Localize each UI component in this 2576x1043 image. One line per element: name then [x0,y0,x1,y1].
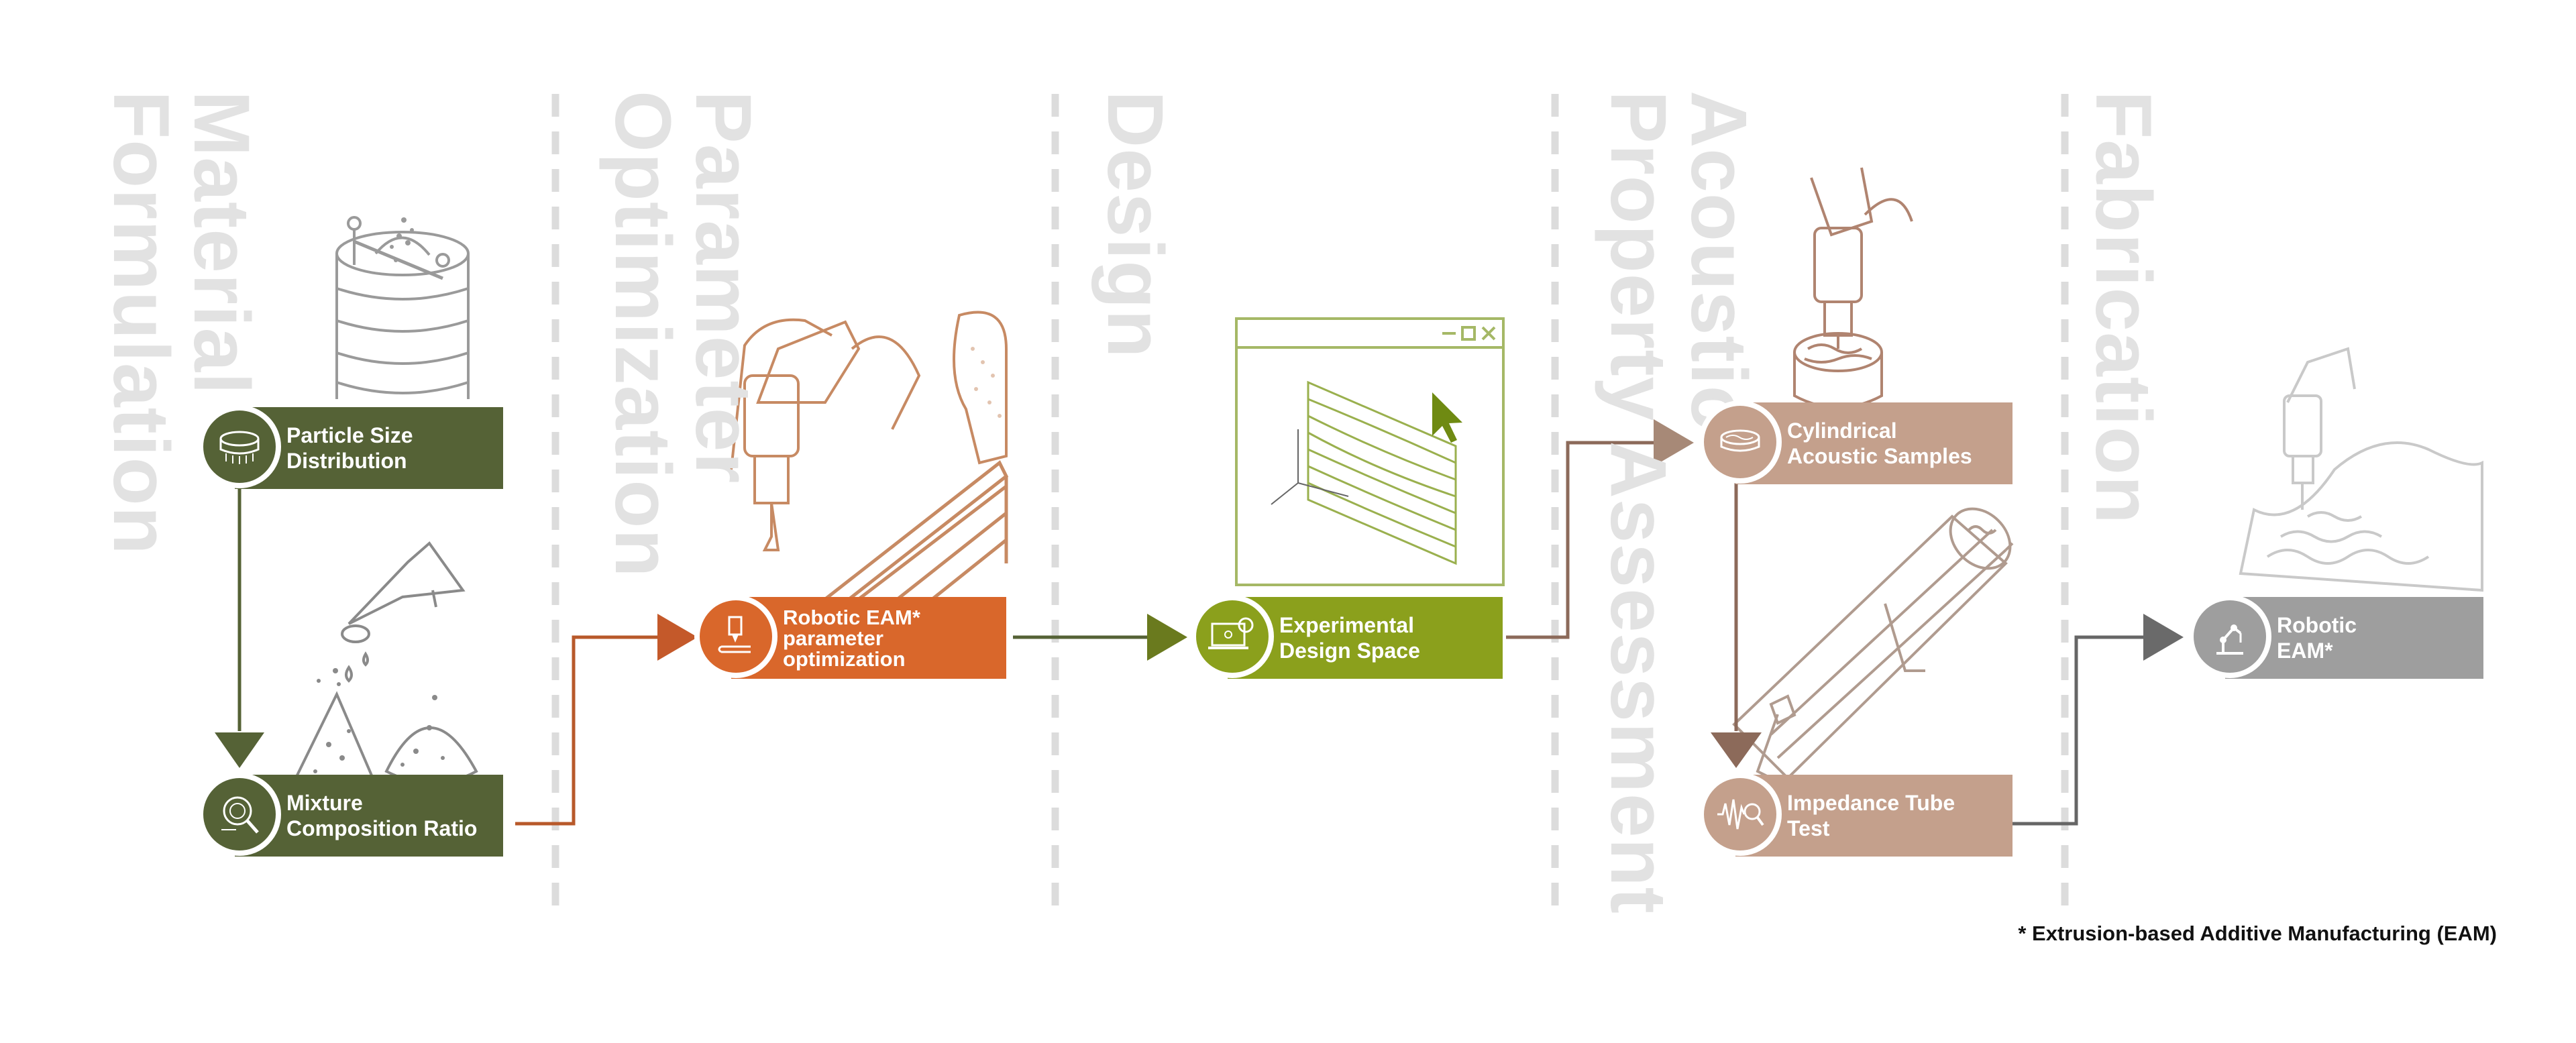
stage-title-design: Design [1091,91,1179,359]
node-text-line: Mixture [286,791,363,815]
arrow-head-impedance [1711,732,1762,768]
node-text-line: Design Space [1279,639,1420,663]
robot-arm-icon [2188,595,2271,678]
node-label: Robotic EAM* [2277,597,2475,679]
arrow-head-material [215,732,264,768]
node-text-line: Acoustic Samples [1787,444,1972,468]
node-text-line: Test [1787,816,1830,840]
node-text-line: Robotic EAM* [783,605,920,629]
extruder-icon [694,595,777,678]
stage-dividers [551,94,2069,919]
node-text-line: optimization [783,647,906,671]
node-label: Impedance Tube Test [1787,775,2004,857]
laptop-gear-icon [1191,595,1274,678]
connector-material-to-parameter [515,635,661,826]
impedance-tube-illustration [1732,507,2014,780]
cursor-icon [1432,392,1462,443]
magnifier-molecule-icon [198,773,281,856]
node-particle-size: Particle Size Distribution [198,405,503,489]
sample-disc-icon [1699,400,1782,484]
node-mixture: Mixture Composition Ratio [198,773,503,857]
arrow-head-acoustic [1654,419,1694,466]
node-text-line: Composition Ratio [286,816,478,840]
stage-title-acoustic: Acoustic Property Assessment [1594,91,1763,914]
arrow-head-parameter [657,614,698,661]
node-label: Mixture Composition Ratio [286,775,495,857]
sieve-icon [198,405,281,488]
close-icon [1481,326,1496,341]
stage-title-material: Material Formulation [97,91,266,555]
node-design-space: Experimental Design Space [1191,595,1503,679]
design-window [1235,317,1505,586]
node-robotic-param: Robotic EAM* parameter optimization [694,595,1006,679]
arrow-head-fabrication [2143,614,2184,661]
soundwave-magnifier-icon [1699,773,1782,856]
node-text-line: Robotic [2277,613,2357,637]
arrow-head-design [1147,614,1187,661]
connector-design-to-acoustic [1506,441,1657,639]
node-label: Particle Size Distribution [286,407,495,489]
cylinder-sample-illustration [1793,167,1913,409]
node-text-line: Experimental [1279,613,1414,637]
node-impedance: Impedance Tube Test [1699,773,2012,857]
stage-title-fabrication: Fabrication [2079,91,2167,525]
node-label: Cylindrical Acoustic Samples [1787,402,2004,484]
node-cylindrical: Cylindrical Acoustic Samples [1699,400,2012,484]
node-text-line: Distribution [286,449,407,473]
flask-illustration [290,541,478,786]
node-text-line: Cylindrical [1787,419,1897,443]
fabrication-illustration [2239,347,2483,592]
node-label: Experimental Design Space [1279,597,1495,679]
footnote: * Extrusion-based Additive Manufacturing… [2018,922,2497,945]
stage-title-parameter: Parameter Optimization [598,91,767,578]
speaker-icon [1769,694,1796,725]
node-text-line: Particle Size [286,423,413,447]
node-label: Robotic EAM* parameter optimization [783,597,998,679]
node-text-line: parameter [783,626,883,650]
node-robotic-eam: Robotic EAM* [2188,595,2483,679]
sieve-illustration [335,216,470,399]
maximize-icon [1461,326,1476,341]
node-text-line: EAM* [2277,639,2333,663]
node-text-line: Impedance Tube [1787,791,1955,815]
connector-acoustic-to-fabrication [2012,635,2147,826]
